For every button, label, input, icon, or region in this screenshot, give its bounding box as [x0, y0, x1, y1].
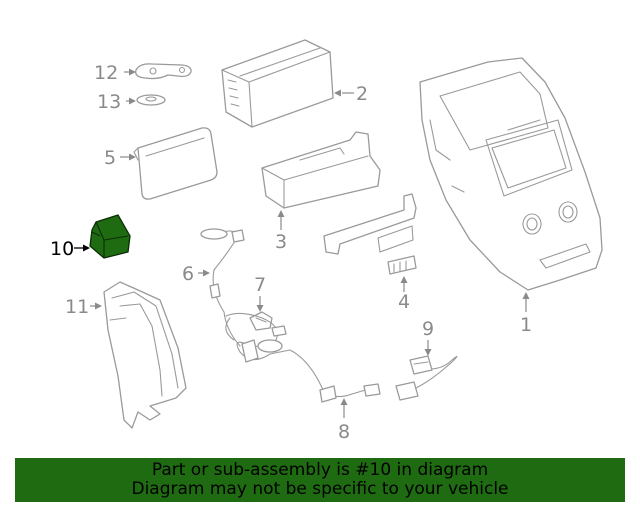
callout-10: 10 [50, 238, 74, 260]
part-2-receiver[interactable] [221, 39, 334, 128]
banner-line-2: Diagram may not be specific to your vehi… [131, 479, 509, 499]
part-8-wiring-harness[interactable] [225, 312, 381, 403]
part-11-side-panel[interactable] [103, 281, 187, 429]
callout-11: 11 [65, 296, 89, 318]
banner-line-1: Part or sub-assembly is #10 in diagram [151, 460, 489, 480]
callout-7: 7 [254, 274, 266, 296]
part-12-clip[interactable] [135, 63, 192, 80]
part-13-nut[interactable] [136, 94, 166, 106]
callout-5: 5 [104, 147, 116, 169]
parts-diagram: 12 13 2 5 3 4 1 10 11 6 7 8 9 [50, 39, 603, 443]
part-3-bracket[interactable] [261, 131, 381, 209]
part-9-pigtail[interactable] [395, 355, 458, 401]
callout-3: 3 [275, 231, 287, 253]
part-1-console-bezel[interactable] [419, 57, 603, 291]
callout-8: 8 [338, 421, 350, 443]
callout-labels: 12 13 2 5 3 4 1 10 11 6 7 8 9 [50, 62, 532, 443]
callout-12: 12 [94, 62, 118, 84]
info-banner: Part or sub-assembly is #10 in diagram D… [15, 458, 625, 502]
leader-lines [74, 68, 530, 418]
part-10-highlighted-module[interactable] [89, 214, 131, 259]
part-4-connector-bracket[interactable] [323, 193, 417, 275]
callout-13: 13 [97, 91, 121, 113]
part-5-display[interactable] [133, 127, 218, 200]
callout-6: 6 [182, 263, 194, 285]
callout-4: 4 [398, 291, 410, 313]
callout-1: 1 [520, 314, 532, 336]
callout-2: 2 [356, 83, 368, 105]
part-6-wiring-harness[interactable] [200, 228, 245, 347]
callout-9: 9 [422, 318, 434, 340]
